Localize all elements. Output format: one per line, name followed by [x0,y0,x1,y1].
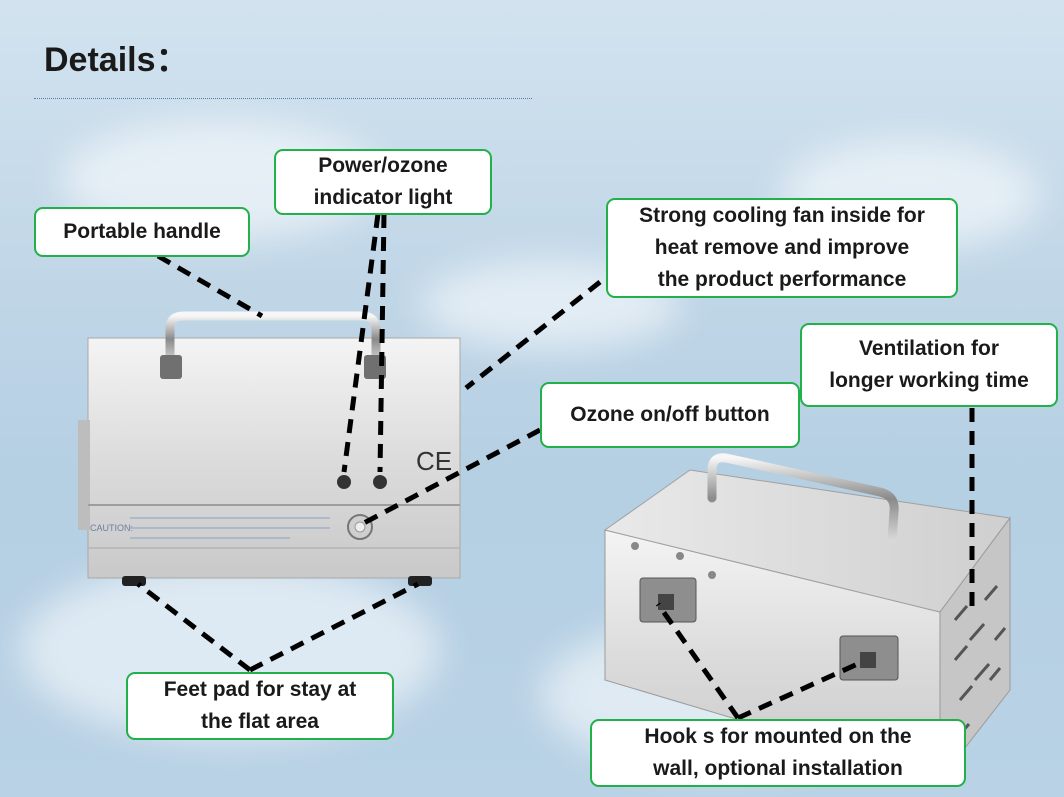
callout-label: Ozone on/off button [570,403,770,426]
leader-lines [136,213,975,721]
callout-label: Feet pad for stay at the flat area [163,678,357,733]
leader-line-feet [248,581,420,673]
leader-line-fan [464,280,602,390]
indicator-light-icon [373,475,387,489]
leader-line-handle [156,253,264,319]
callout-label: Ventilation for longer working time [829,337,1029,392]
leader-line-indicator [341,213,381,473]
page-title: Details： [44,41,190,79]
callout-ventilation: Ventilation for longer working time [800,323,1058,407]
callout-feet-pad: Feet pad for stay at the flat area [126,672,394,740]
ozone-generator-front-view [78,311,461,586]
callout-portable-handle: Portable handle [34,207,250,257]
callout-hooks: Hook s for mounted on the wall, optional… [590,719,966,787]
callout-label: Portable handle [63,220,221,243]
callout-on-off-button: Ozone on/off button [540,382,800,448]
handle-icon [707,453,899,545]
leader-line-hooks [655,602,741,720]
leader-line-indicator [377,213,387,473]
callout-label: Strong cooling fan inside for heat remov… [639,204,925,291]
leader-line-feet [136,582,252,672]
indicator-light-icon [337,475,351,489]
ozone-generator-rear-view [603,453,1011,782]
callout-label: Hook s for mounted on the wall, optional… [644,725,912,780]
callout-label: Power/ozone indicator light [313,154,453,209]
leader-line-button [360,427,542,527]
handle-icon [165,311,381,367]
title-divider [34,98,532,99]
ce-mark: CE [416,446,452,476]
callout-cooling-fan: Strong cooling fan inside for heat remov… [606,198,958,298]
caution-label: CAUTION: [90,523,133,533]
callout-indicator-light: Power/ozone indicator light [274,149,492,215]
